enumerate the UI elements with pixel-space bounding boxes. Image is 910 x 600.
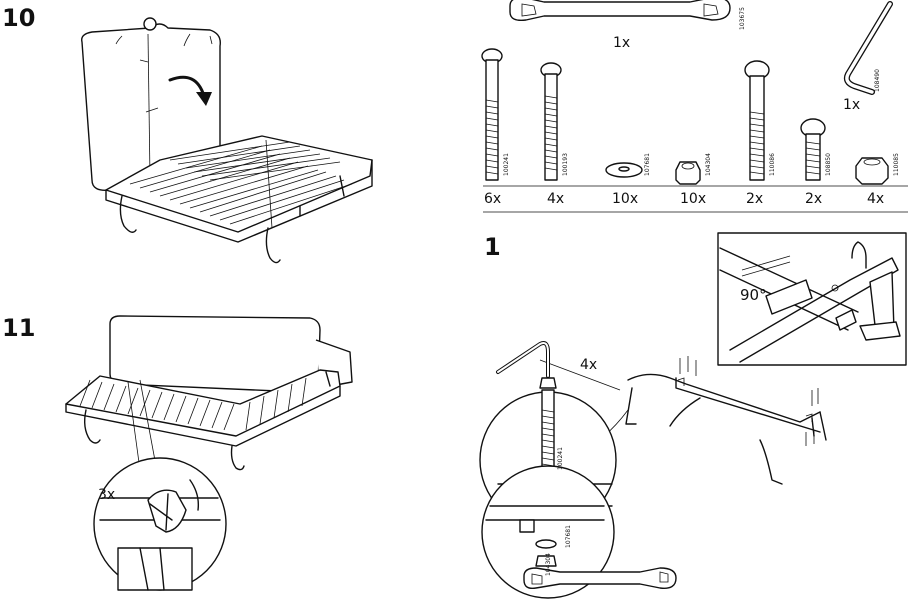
step-11-qty-label: 3x: [98, 487, 116, 503]
step-number-11: 11: [2, 314, 36, 342]
bolt-shoulder-qty: 2x: [746, 191, 764, 207]
bolt-long-qty: 6x: [484, 191, 502, 207]
allen-key-qty: 1x: [843, 97, 861, 113]
step-number-1: 1: [484, 233, 501, 261]
washer-qty: 10x: [612, 191, 639, 207]
step1-nut-code: 104304: [545, 553, 552, 576]
angle-label: 90°: [740, 286, 767, 304]
callout-qty: 4x: [580, 357, 598, 373]
step-number-10: 10: [2, 4, 36, 32]
bolt-medium-qty: 4x: [547, 191, 565, 207]
bolt-short-qty: 2x: [805, 191, 823, 207]
nut-large-qty: 4x: [867, 191, 885, 207]
nut-small-qty: 10x: [680, 191, 707, 207]
step1-bolt-code: 100241: [557, 447, 564, 470]
wrench-qty: 1x: [613, 35, 631, 51]
step1-washer-code: 107681: [565, 525, 572, 548]
